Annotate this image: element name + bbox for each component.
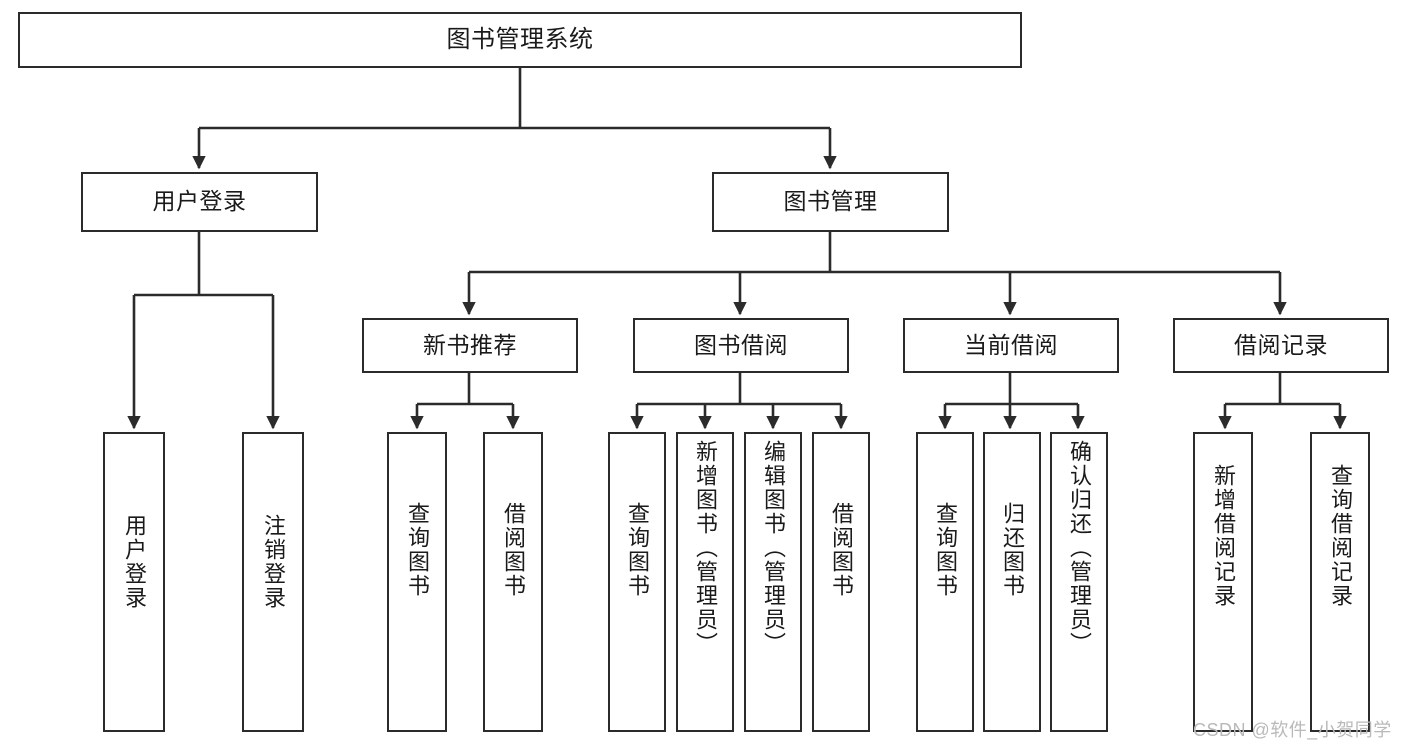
leaf-book-borrow-add-book-admin[interactable]: 新增图书（管理员） [676,432,734,732]
leaf-book-borrow-borrow-book[interactable]: 借阅图书 [812,432,870,732]
node-label: 新增借阅记录 [1211,464,1236,608]
node-label: 借阅记录 [1234,331,1328,358]
leaf-user-login-logout[interactable]: 注销登录 [242,432,304,732]
leaf-book-borrow-edit-book-admin[interactable]: 编辑图书（管理员） [744,432,802,732]
node-label: 图书管理系统 [446,25,594,53]
node-label: 查询图书 [405,502,430,598]
node-label: 查询图书 [625,502,650,598]
leaf-new-book-query-book[interactable]: 查询图书 [387,432,447,732]
node-label: 确认归还（管理员） [1067,440,1092,656]
node-new-book-recommend[interactable]: 新书推荐 [362,318,578,373]
node-current-borrow[interactable]: 当前借阅 [903,318,1119,373]
node-label: 图书管理 [783,188,878,215]
node-label: 归还图书 [1000,502,1025,598]
node-label: 当前借阅 [964,331,1058,358]
node-label: 查询借阅记录 [1328,464,1353,608]
node-label: 编辑图书（管理员） [761,440,786,656]
node-user-login[interactable]: 用户登录 [81,172,318,232]
node-label: 用户登录 [122,514,147,610]
node-label: 图书借阅 [694,331,788,358]
leaf-current-borrow-return-book[interactable]: 归还图书 [983,432,1041,732]
node-label: 查询图书 [933,502,958,598]
node-label: 新书推荐 [423,331,517,358]
leaf-borrow-record-add-record[interactable]: 新增借阅记录 [1193,432,1253,732]
node-label: 借阅图书 [501,502,526,598]
node-label: 注销登录 [261,514,286,610]
node-label: 用户登录 [152,188,247,215]
node-label: 新增图书（管理员） [693,440,718,656]
node-book-borrow[interactable]: 图书借阅 [633,318,849,373]
watermark-credit: CSDN @软件_小贺同学 [1193,720,1392,740]
leaf-book-borrow-query-book[interactable]: 查询图书 [608,432,666,732]
node-borrow-record[interactable]: 借阅记录 [1173,318,1389,373]
leaf-borrow-record-query-record[interactable]: 查询借阅记录 [1310,432,1370,732]
leaf-new-book-borrow-book[interactable]: 借阅图书 [483,432,543,732]
node-label: 借阅图书 [829,502,854,598]
leaf-current-borrow-confirm-return-admin[interactable]: 确认归还（管理员） [1050,432,1108,732]
node-root-book-management-system[interactable]: 图书管理系统 [18,12,1022,68]
leaf-current-borrow-query-book[interactable]: 查询图书 [916,432,974,732]
leaf-user-login-login[interactable]: 用户登录 [103,432,165,732]
node-book-management[interactable]: 图书管理 [712,172,949,232]
